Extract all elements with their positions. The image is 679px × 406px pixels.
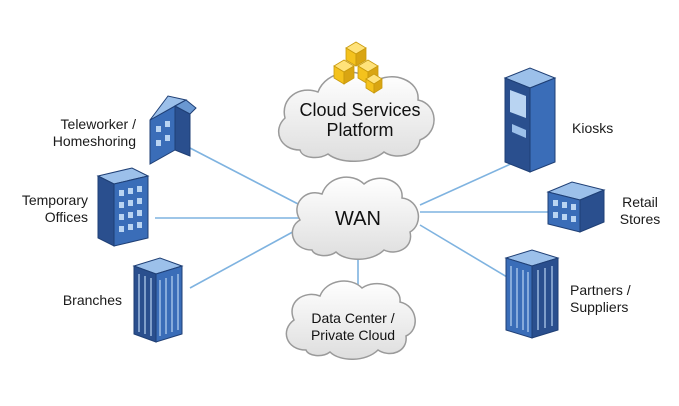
teleworker-label: Teleworker / Homeshoring	[30, 116, 136, 150]
teleworker-line1: Teleworker /	[60, 116, 136, 132]
link-teleworker-wan	[189, 147, 301, 206]
cloud-services-platform-label: Cloud Services Platform	[290, 100, 430, 140]
office-building-icon	[96, 167, 150, 247]
partners-tower-icon	[504, 249, 560, 339]
partners-line1: Partners /	[570, 282, 631, 298]
temporary-offices-line1: Temporary	[21, 192, 88, 208]
cloud-platform-line1: Cloud Services	[299, 100, 421, 120]
retail-stores-line1: Retail	[622, 194, 658, 210]
cube-cluster-icon	[333, 41, 383, 94]
link-kiosks-wan	[419, 161, 516, 206]
branch-tower-icon	[132, 257, 184, 343]
retail-store-icon	[546, 181, 606, 233]
retail-stores-line2: Stores	[619, 211, 661, 227]
connection-lines	[155, 147, 548, 290]
retail-stores-label: Retail Stores	[610, 194, 670, 228]
data-center-line1: Data Center /	[311, 310, 395, 326]
house-icon	[149, 95, 197, 165]
data-center-line2: Private Cloud	[310, 327, 396, 343]
partners-label: Partners / Suppliers	[570, 282, 660, 316]
kiosk-icon	[503, 67, 557, 173]
teleworker-line2: Homeshoring	[52, 133, 136, 149]
cloud-platform-line2: Platform	[326, 120, 394, 140]
data-center-label: Data Center / Private Cloud	[290, 310, 416, 344]
cloud-services-platform-cloud	[278, 41, 435, 162]
branches-label: Branches	[62, 292, 122, 308]
temporary-offices-line2: Offices	[44, 209, 88, 225]
temporary-offices-label: Temporary Offices	[4, 192, 88, 226]
partners-line2: Suppliers	[570, 299, 629, 315]
link-partners-wan	[419, 224, 513, 281]
wan-label: WAN	[335, 208, 381, 230]
data-center-cloud	[285, 280, 416, 360]
link-branches-wan	[189, 227, 301, 289]
kiosks-label: Kiosks	[572, 120, 614, 136]
wan-cloud	[291, 176, 420, 260]
